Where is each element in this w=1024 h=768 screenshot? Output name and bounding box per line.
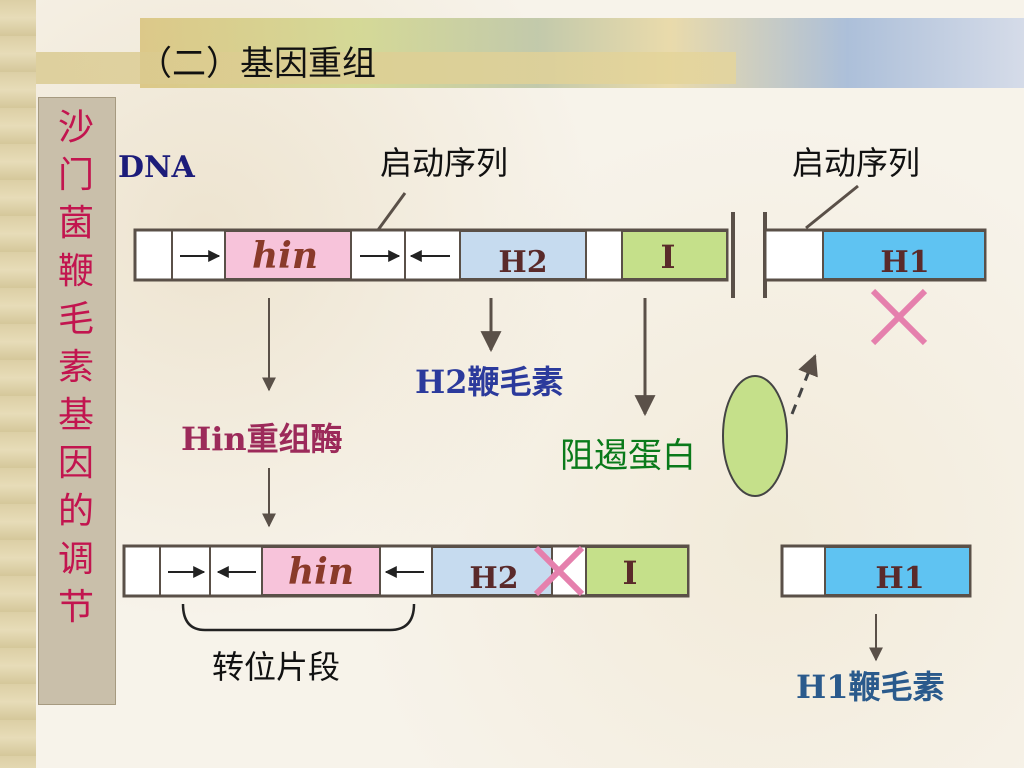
decorative-left-strip (0, 0, 36, 768)
sidebar-title-char: 节 (57, 587, 94, 628)
top-dna-strand: hin H2 I H1 (133, 212, 987, 298)
decorative-banner-band (36, 52, 736, 84)
sidebar-title-char: 鞭 (57, 251, 94, 292)
top-h1-box (822, 230, 986, 280)
top-i-box (621, 230, 728, 280)
h2-blocked-cross (533, 545, 585, 597)
promoter-pointer-1 (376, 192, 407, 231)
sidebar-title-char: 的 (57, 491, 94, 532)
h2-flagellin-label: H2鞭毛素 (415, 363, 564, 401)
inverted-segment-label: 转位片段 (212, 648, 341, 686)
top-i-label: I (661, 238, 676, 276)
bottom-h1-box (824, 546, 971, 596)
h1-blocked-cross (870, 288, 928, 346)
bottom-h2-box (431, 546, 553, 596)
h1-flagellin-label: H1鞭毛素 (796, 668, 945, 706)
top-h2-box (459, 230, 587, 280)
bottom-i-box (585, 546, 689, 596)
repressor-protein-shape (722, 375, 788, 497)
sidebar-title-char: 菌 (57, 203, 94, 244)
top-hin-label: hin (252, 235, 318, 277)
dna-label: DNA (118, 150, 195, 185)
sidebar-title-char: 调 (57, 539, 94, 580)
bottom-hin-label: hin (288, 551, 354, 593)
promoter-label-1: 启动序列 (380, 144, 509, 182)
promoter-pointer-2 (805, 184, 859, 230)
sidebar-title-char: 基 (57, 395, 94, 436)
bottom-h1-label: H1 (875, 561, 924, 596)
sidebar-title-char: 素 (57, 347, 94, 388)
promoter-label-2: 启动序列 (792, 144, 921, 182)
top-hin-box (224, 230, 352, 280)
bottom-dna-strand: hin H2 I H1 (122, 544, 972, 598)
hin-recombinase-label: Hin重组酶 (181, 420, 343, 458)
sidebar-title: 沙门菌鞭毛素基因的调节 (38, 104, 114, 632)
slide-title: （二）基因重组 (138, 44, 376, 84)
repressor-binding-arrow (790, 354, 818, 415)
sidebar-panel (38, 97, 116, 705)
sidebar-title-char: 因 (57, 443, 94, 484)
top-h2-label: H2 (498, 245, 547, 280)
repressor-protein-label: 阻遏蛋白 (560, 436, 696, 476)
top-h1-label: H1 (880, 245, 929, 280)
sidebar-title-char: 毛 (57, 299, 94, 340)
bottom-h2-label: H2 (469, 561, 518, 596)
bottom-hin-box (261, 546, 381, 596)
sidebar-title-char: 门 (57, 155, 94, 196)
inverted-segment-brace (181, 603, 416, 632)
bottom-i-label: I (623, 554, 638, 592)
sidebar-title-char: 沙 (57, 107, 94, 148)
